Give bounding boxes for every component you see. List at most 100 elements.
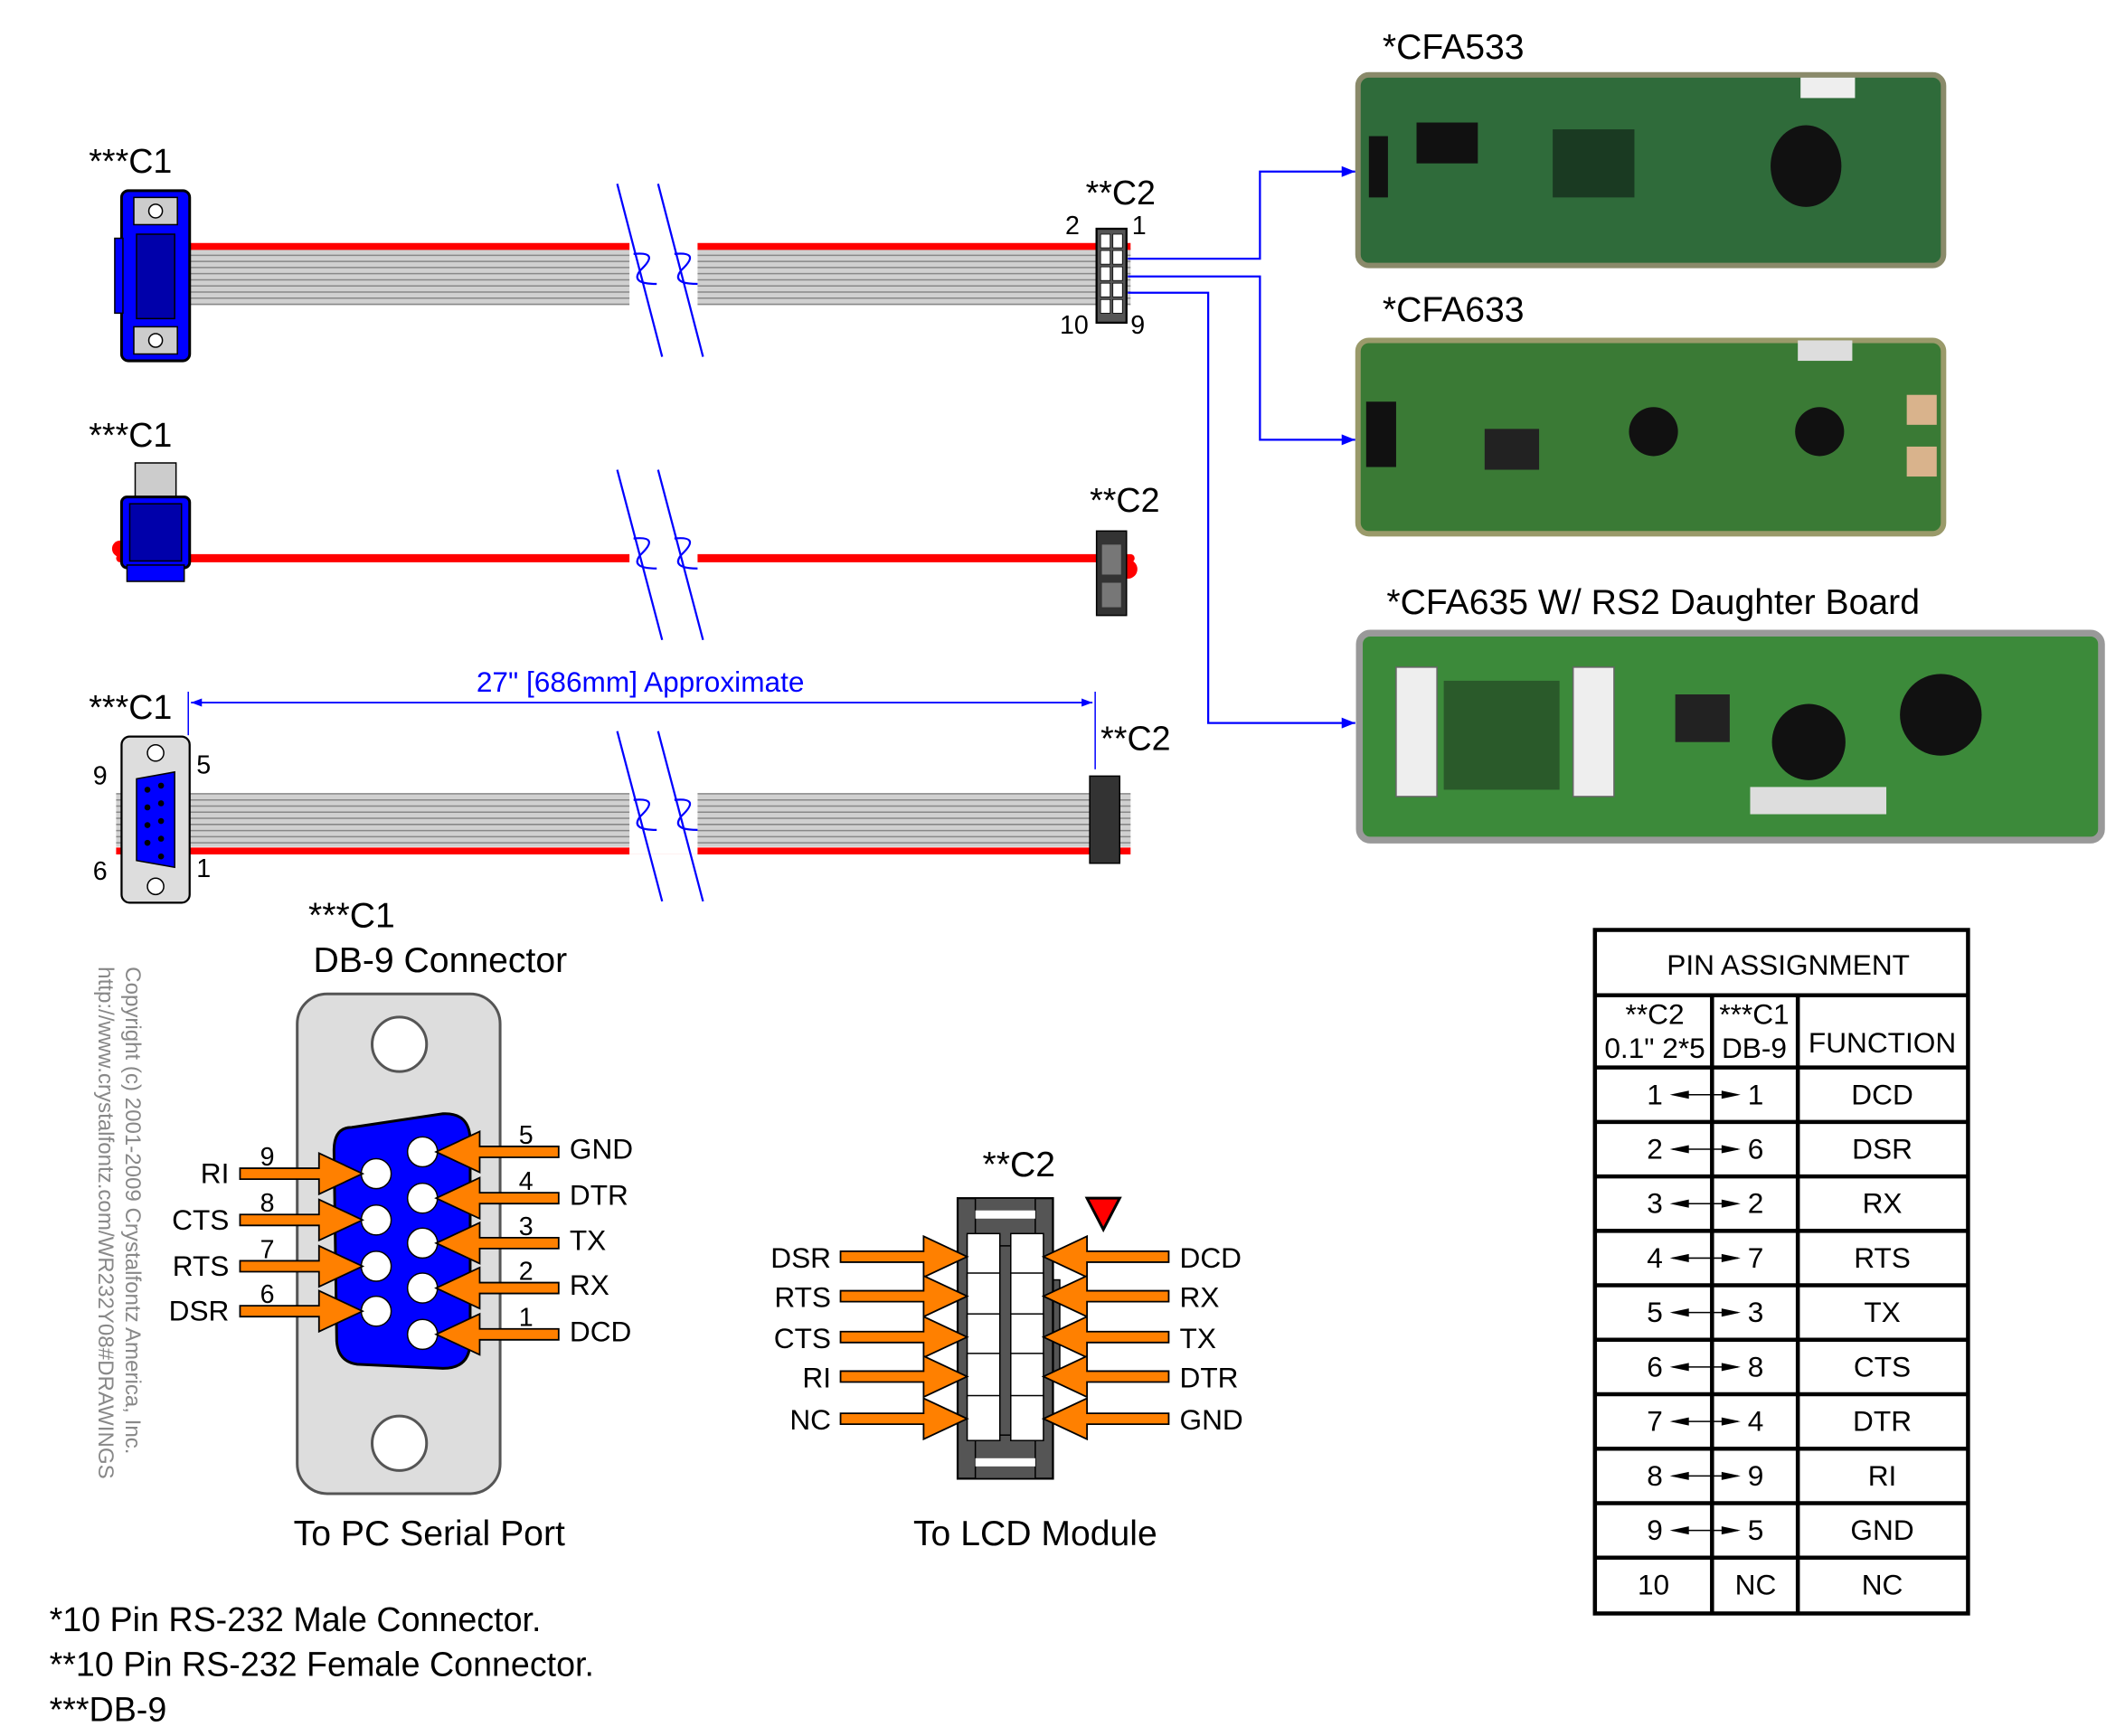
c2-socket — [966, 1394, 1001, 1441]
c2-signal-label: GND — [1180, 1403, 1243, 1436]
cell-c1-pin: 4 — [1748, 1405, 1764, 1438]
copyright-url: http://www.crystalfontz.com/WR232Y08#DRA… — [93, 967, 118, 1478]
wire-to-cfa635 — [1128, 291, 1355, 729]
lcd-modules: *CFA533 *CFA633 *CFA635 W/ RS2 Daughter … — [1355, 28, 2105, 844]
pin — [144, 839, 151, 846]
arrowheads — [1669, 1417, 1741, 1426]
signal-arrow — [239, 1244, 365, 1288]
cell-function: DTR — [1853, 1405, 1912, 1438]
signal-arrow — [434, 1129, 560, 1174]
db9-pin-number: 8 — [260, 1189, 275, 1218]
db9-title: DB-9 Connector — [313, 941, 567, 980]
c1-label: ***C1 — [89, 142, 172, 180]
break-squiggle — [674, 537, 698, 570]
c2-signal-label: DTR — [1180, 1361, 1239, 1393]
pin — [144, 787, 151, 793]
arrowheads — [1669, 1471, 1741, 1480]
arrowheads — [1669, 1199, 1741, 1208]
length-label: 27" [686mm] Approximate — [477, 665, 805, 698]
c2-signal-label: CTS — [774, 1322, 831, 1354]
signal-arrow — [239, 1152, 365, 1196]
signal-arrow — [839, 1354, 969, 1399]
break-squiggle — [633, 798, 657, 831]
cell-c1-pin: 7 — [1748, 1241, 1764, 1274]
db9-pin — [360, 1250, 392, 1282]
db9-pin — [360, 1295, 392, 1327]
cell-c2-pin: 2 — [1647, 1133, 1663, 1165]
db9-pin — [406, 1318, 439, 1351]
signal-arrow — [1041, 1315, 1170, 1359]
pin-label: 2 — [1065, 212, 1080, 241]
module-label: *CFA635 W/ RS2 Daughter Board — [1386, 583, 1920, 622]
break-squiggle — [633, 537, 657, 570]
c1-connector-round — [119, 462, 192, 582]
signal-arrow — [1041, 1274, 1170, 1318]
signal-arrow — [839, 1315, 969, 1359]
c2-label: **C2 — [1100, 720, 1170, 758]
db9-pin — [360, 1157, 392, 1190]
c1-connector-ribbon — [114, 189, 192, 363]
cell-function: RTS — [1854, 1241, 1911, 1274]
db9-pin-number: 4 — [519, 1167, 534, 1196]
col-header-c2-sub: 0.1" 2*5 — [1604, 1032, 1705, 1064]
module-label: *CFA533 — [1383, 28, 1525, 67]
signal-arrow — [434, 1266, 560, 1310]
c2-socket — [966, 1313, 1001, 1360]
c2-label: **C2 — [1090, 481, 1159, 519]
pin — [157, 817, 165, 825]
col-header-c1-sub: DB-9 — [1722, 1032, 1787, 1064]
cell-function: CTS — [1854, 1350, 1911, 1382]
c2-signal-label: TX — [1180, 1322, 1216, 1354]
db9-pin-number: 9 — [260, 1143, 275, 1172]
pin-socket — [1100, 233, 1111, 249]
signal-arrow — [1041, 1354, 1170, 1399]
pin — [157, 835, 165, 842]
cell-c1-pin: 8 — [1748, 1350, 1764, 1382]
c1-label: ***C1 — [89, 416, 172, 454]
cell-c2-pin: 9 — [1647, 1514, 1663, 1546]
pin — [144, 804, 151, 811]
db9-signal-label: DSR — [169, 1295, 230, 1327]
pin-socket — [1100, 282, 1111, 297]
signal-arrow — [434, 1176, 560, 1221]
pin-label: 9 — [1130, 311, 1145, 340]
arrowheads — [1669, 1308, 1741, 1317]
cell-c1-pin: NC — [1735, 1568, 1777, 1600]
cable-2: ***C1 **C2 — [89, 416, 1160, 617]
footnote: *10 Pin RS-232 Male Connector. — [50, 1600, 542, 1638]
db9-signal-label: RX — [570, 1269, 609, 1301]
cell-function: RI — [1868, 1459, 1897, 1492]
db9-pin — [406, 1227, 439, 1260]
footnote: **10 Pin RS-232 Female Connector. — [50, 1646, 594, 1684]
arrowheads — [1669, 1253, 1741, 1262]
table-title: PIN ASSIGNMENT — [1667, 948, 1910, 981]
signal-arrow — [1041, 1234, 1170, 1278]
copyright-notice: Copyright (c) 2001-2009 Crystalfontz Ame… — [93, 967, 145, 1478]
pin — [144, 822, 151, 828]
cell-c1-pin: 5 — [1748, 1514, 1764, 1546]
pin-socket — [1112, 298, 1123, 314]
pin-socket — [1112, 233, 1123, 249]
pin — [157, 782, 165, 789]
footnote: ***DB-9 — [50, 1690, 167, 1728]
pin-label: 1 — [1132, 212, 1147, 241]
signal-arrow — [434, 1221, 560, 1265]
db9-pin-number: 3 — [519, 1212, 534, 1241]
ribbon-body — [116, 793, 1131, 847]
c2-signal-label: RI — [802, 1361, 831, 1393]
db9-signal-label: RI — [201, 1157, 230, 1190]
signal-arrow — [839, 1397, 969, 1441]
pin-label: 1 — [196, 854, 211, 883]
cell-function: RX — [1863, 1187, 1903, 1220]
module-label: *CFA633 — [1383, 290, 1525, 329]
pin-socket — [1100, 298, 1111, 314]
